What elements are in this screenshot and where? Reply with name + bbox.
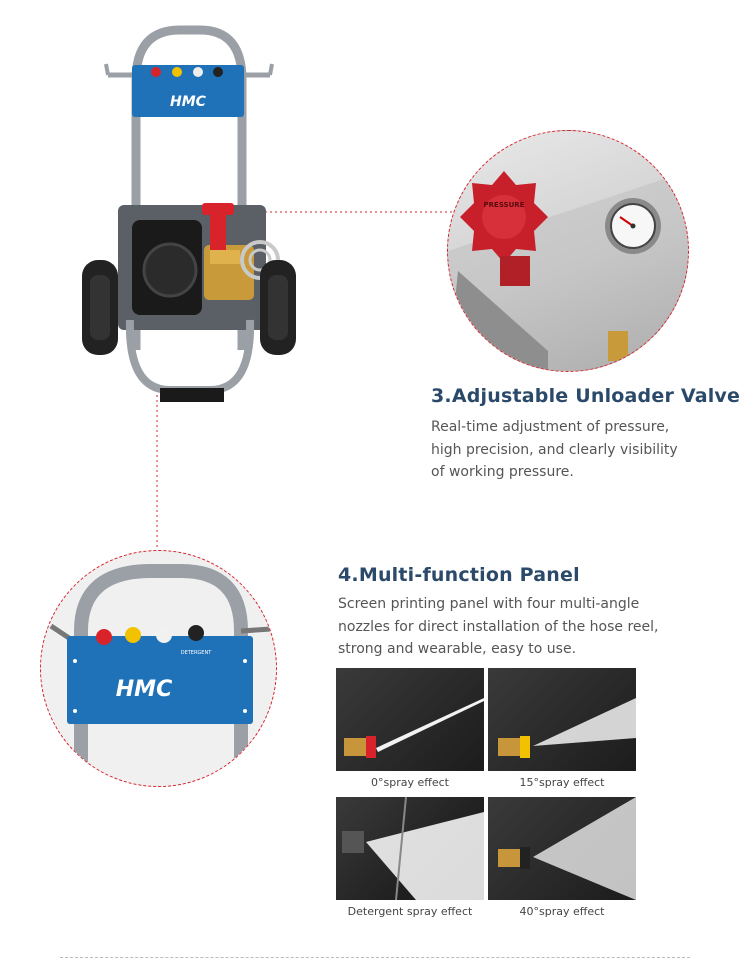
spray-15-caption: 15°spray effect [519, 776, 605, 789]
pressure-washer-image: HMC [82, 25, 296, 402]
section4-description: Screen printing panel with four multi-an… [338, 593, 698, 661]
spray-detergent-caption: Detergent spray effect [347, 905, 473, 918]
section3-line-1: Real-time adjustment of pressure, [431, 419, 670, 435]
section3-description: Real-time adjustment of pressure, high p… [431, 416, 731, 484]
svg-text:DETERGENT: DETERGENT [181, 650, 212, 656]
svg-text:PRESSURE: PRESSURE [484, 201, 525, 209]
section3-line-2: high precision, and clearly visibility [431, 441, 678, 458]
footer-divider [60, 957, 690, 958]
section3-line-3: of working pressure. [431, 464, 574, 480]
spray-40-image [488, 797, 636, 900]
section4-line-1: Screen printing panel with four multi-an… [338, 596, 640, 612]
spray-40-caption: 40°spray effect [519, 905, 605, 918]
spray-detergent-image [336, 797, 484, 900]
section4-line-3: strong and wearable, easy to use. [338, 641, 577, 657]
section4-title: 4.Multi-function Panel [338, 564, 580, 586]
spray-0-caption: 0°spray effect [371, 776, 449, 789]
spray-15-image [488, 668, 636, 771]
spray-0-image [336, 668, 484, 771]
valve-closeup-image: PRESSURE [447, 130, 689, 372]
svg-text:HMC: HMC [170, 94, 207, 110]
panel-closeup-image: DETERGENT HMC [40, 550, 277, 787]
section3-title: 3.Adjustable Unloader Valve [431, 385, 741, 407]
svg-text:HMC: HMC [116, 677, 172, 702]
section4-line-2: nozzles for direct installation of the h… [338, 618, 659, 635]
